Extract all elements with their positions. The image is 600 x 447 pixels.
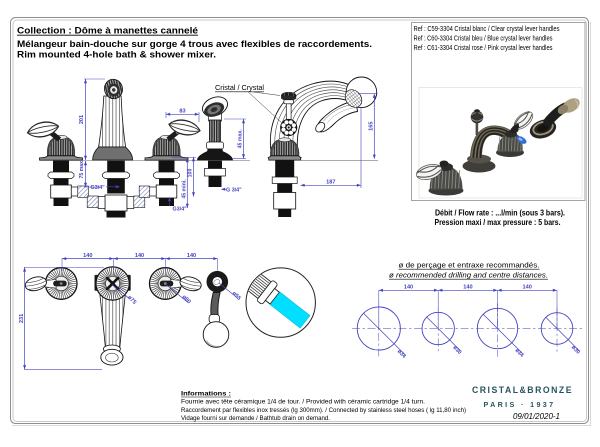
svg-text:Ref : C61-3304 Cristal rose /: Ref : C61-3304 Cristal rose / Pink cryst… — [414, 43, 553, 52]
svg-text:140: 140 — [404, 285, 413, 291]
svg-text:PARIS · 1937: PARIS · 1937 — [484, 400, 556, 409]
svg-text:Cristal / Crystal: Cristal / Crystal — [215, 83, 264, 92]
svg-text:231: 231 — [19, 314, 25, 323]
svg-text:Fournie avec tête céramique 1/: Fournie avec tête céramique 1/4 de tour.… — [181, 399, 425, 406]
svg-text:45 max.: 45 max. — [238, 129, 244, 149]
svg-text:Pression maxi / max pressure :: Pression maxi / max pressure : 5 bars. — [435, 217, 561, 227]
svg-text:Raccordement par flexibles ino: Raccordement par flexibles inox tressés … — [181, 407, 466, 414]
svg-text:ø recommended drilling and cen: ø recommended drilling and centre distan… — [389, 271, 548, 280]
svg-text:Ref : C59-3304 Cristal blanc /: Ref : C59-3304 Cristal blanc / Clear cry… — [414, 24, 560, 33]
svg-text:75 max.: 75 max. — [79, 159, 85, 179]
svg-text:Rim mounted 4-hole bath & show: Rim mounted 4-hole bath & shower mixer. — [17, 49, 216, 60]
svg-text:G 3/4": G 3/4" — [226, 188, 242, 194]
svg-text:Mélangeur bain-douche sur gorg: Mélangeur bain-douche sur gorge 4 trous … — [17, 39, 372, 50]
svg-text:140: 140 — [523, 285, 532, 291]
svg-text:Débit / Flow rate : ...l/min (: Débit / Flow rate : ...l/min (sous 3 bar… — [435, 207, 565, 217]
svg-text:ø55: ø55 — [231, 291, 242, 302]
svg-text:201: 201 — [79, 115, 85, 124]
svg-text:Collection : Dôme à manettes c: Collection : Dôme à manettes cannelé — [17, 25, 198, 36]
svg-text:ø34: ø34 — [514, 348, 525, 359]
svg-text:45 mini.: 45 mini. — [182, 179, 188, 199]
svg-text:09/01/2020-1: 09/01/2020-1 — [513, 412, 560, 421]
svg-text:ø30: ø30 — [451, 345, 462, 356]
svg-text:ø30: ø30 — [570, 345, 581, 356]
svg-text:G3/4": G3/4" — [91, 185, 106, 191]
svg-text:140: 140 — [135, 253, 144, 259]
svg-text:165: 165 — [369, 122, 375, 131]
svg-text:Ref : C60-3304 Cristal bleu /: Ref : C60-3304 Cristal bleu / Blue cryst… — [414, 34, 553, 43]
svg-text:100: 100 — [188, 169, 194, 178]
svg-text:Informations :: Informations : — [181, 391, 231, 398]
svg-text:83: 83 — [179, 109, 185, 115]
svg-text:Vidage fourni sur demande / Ba: Vidage fourni sur demande / Bathtub drai… — [181, 415, 330, 422]
svg-text:ø80: ø80 — [181, 294, 192, 305]
svg-text:G3/4": G3/4" — [173, 207, 188, 213]
svg-text:140: 140 — [187, 253, 196, 259]
svg-text:ø34: ø34 — [396, 349, 407, 360]
svg-text:ø de perçage et entraxe recomm: ø de perçage et entraxe recommandés. — [399, 261, 540, 270]
svg-text:ø75: ø75 — [126, 295, 137, 306]
svg-text:140: 140 — [463, 285, 472, 291]
svg-text:140: 140 — [83, 253, 92, 259]
svg-text:187: 187 — [326, 180, 335, 186]
svg-text:CRISTAL&BRONZE: CRISTAL&BRONZE — [472, 385, 573, 395]
